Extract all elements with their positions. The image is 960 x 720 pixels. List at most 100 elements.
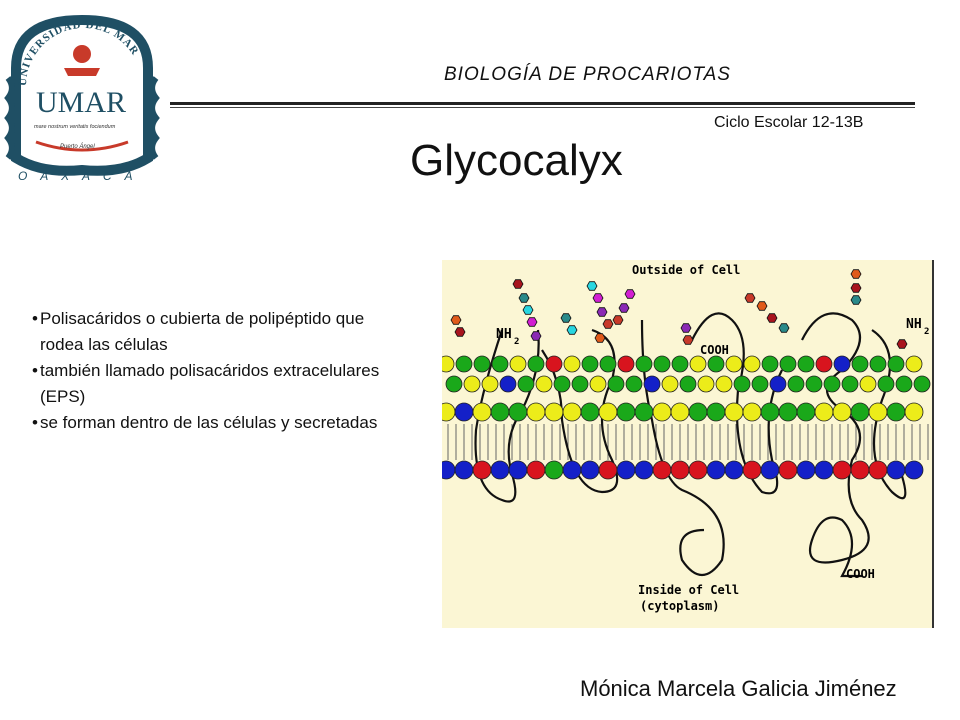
lipid-head — [697, 375, 715, 393]
lipid-head — [652, 460, 672, 480]
lipid-head — [580, 460, 600, 480]
sugar-bead — [586, 281, 598, 291]
lipid-head — [625, 375, 643, 393]
sugar-bead — [766, 313, 778, 323]
lipid-head — [473, 355, 491, 373]
lipid-head — [904, 460, 924, 480]
lipid-head — [580, 402, 600, 422]
lipid-head — [527, 355, 545, 373]
lipid-head — [508, 402, 528, 422]
lipid-head — [850, 402, 870, 422]
phospholipid-heads — [442, 355, 931, 480]
sugar-bead — [594, 333, 606, 343]
lipid-head — [760, 402, 780, 422]
slide-title: Glycocalyx — [410, 136, 623, 185]
lipid-head — [670, 402, 690, 422]
lipid-head — [491, 355, 509, 373]
lipid-head — [562, 460, 582, 480]
cytoplasm-label: (cytoplasm) — [640, 599, 719, 613]
lipid-head — [526, 460, 546, 480]
lipid-head — [635, 355, 653, 373]
lipid-head — [688, 402, 708, 422]
lipid-head — [607, 375, 625, 393]
lipid-head — [455, 355, 473, 373]
lipid-head — [499, 375, 517, 393]
lipid-head — [913, 375, 931, 393]
lipid-head — [571, 375, 589, 393]
lipid-head — [787, 375, 805, 393]
lipid-head — [563, 355, 581, 373]
lipid-head — [715, 375, 733, 393]
sugar-bead — [566, 325, 578, 335]
lipid-head — [481, 375, 499, 393]
lipid-head — [445, 375, 463, 393]
lipid-head — [877, 375, 895, 393]
lipid-head — [671, 355, 689, 373]
lipid-head — [616, 402, 636, 422]
university-logo: UNIVERSIDAD DEL MAR UMAR mare nostrum ve… — [4, 14, 160, 183]
sugar-bead — [454, 327, 466, 337]
sugar-bead — [450, 315, 462, 325]
lipid-head — [617, 355, 635, 373]
nh2-left-subscript: 2 — [514, 337, 519, 347]
sugar-bead — [560, 313, 572, 323]
lipid-head — [688, 460, 708, 480]
sugar-bead — [850, 283, 862, 293]
lipid-head — [778, 460, 798, 480]
lipid-head — [751, 375, 769, 393]
sugar-bead — [680, 323, 692, 333]
lipid-head — [743, 355, 761, 373]
nh2-left-label: NH — [496, 327, 512, 342]
sugar-bead — [850, 295, 862, 305]
sugar-bead — [618, 303, 630, 313]
lipid-head — [887, 355, 905, 373]
logo-monogram: UMAR — [36, 86, 126, 119]
lipid-head — [544, 402, 564, 422]
lipid-head — [859, 375, 877, 393]
lipid-head — [760, 460, 780, 480]
lipid-head — [616, 460, 636, 480]
lipid-head — [895, 375, 913, 393]
lipid-head — [689, 355, 707, 373]
sugar-bead — [518, 293, 530, 303]
school-cycle: Ciclo Escolar 12-13B — [714, 114, 864, 131]
lipid-head — [454, 402, 474, 422]
lipid-head — [490, 460, 510, 480]
lipid-head — [509, 355, 527, 373]
lipid-head — [869, 355, 887, 373]
lipid-head — [562, 402, 582, 422]
lipid-head — [472, 460, 492, 480]
lipid-head — [706, 460, 726, 480]
lipid-head — [517, 375, 535, 393]
sugar-bead — [756, 301, 768, 311]
cooh-top-label: COOH — [700, 343, 729, 357]
lipid-head — [544, 460, 564, 480]
lipid-head — [886, 460, 906, 480]
sugar-bead — [682, 335, 694, 345]
lipid-head — [643, 375, 661, 393]
lipid-head — [815, 355, 833, 373]
lipid-head — [868, 460, 888, 480]
lipid-head — [832, 460, 852, 480]
bullet-item: Polisacáridos o cubierta de polipéptido … — [32, 306, 394, 358]
lipid-head — [851, 355, 869, 373]
lipid-head — [454, 460, 474, 480]
lipid-head — [581, 355, 599, 373]
carbohydrate-chains — [450, 269, 908, 349]
lipid-head — [553, 375, 571, 393]
sugar-bead — [522, 305, 534, 315]
lipid-head — [805, 375, 823, 393]
lipid-head — [778, 402, 798, 422]
sugar-bead — [526, 317, 538, 327]
lipid-head — [725, 355, 743, 373]
cooh-bottom-label: COOH — [846, 567, 875, 581]
lipid-head — [599, 355, 617, 373]
lipid-tails — [447, 424, 929, 460]
sugar-bead — [530, 331, 542, 341]
lipid-head — [868, 402, 888, 422]
bullet-list: Polisacáridos o cubierta de polipéptido … — [32, 306, 394, 436]
sugar-bead — [850, 269, 862, 279]
sugar-bead — [778, 323, 790, 333]
sugar-bead — [512, 279, 524, 289]
lipid-head — [472, 402, 492, 422]
